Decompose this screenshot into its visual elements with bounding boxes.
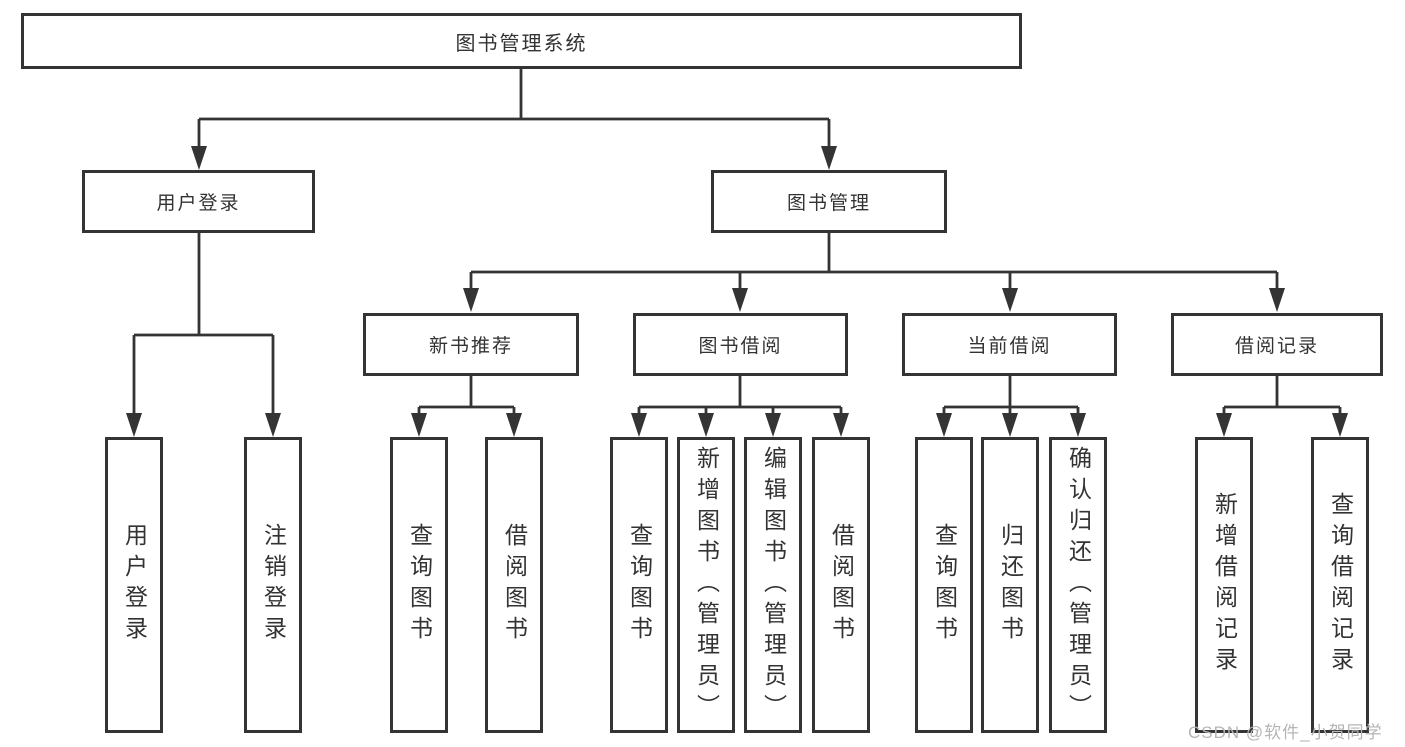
arrowhead xyxy=(506,413,522,437)
leaf-user-login: 用户登录 xyxy=(105,437,163,733)
arrowhead xyxy=(463,288,479,312)
leaf-label: 新增借阅记录 xyxy=(1211,492,1238,678)
leaf-query-borrow-record: 查询借阅记录 xyxy=(1311,437,1369,733)
node-label: 图书管理系统 xyxy=(455,32,588,55)
leaf-label: 借阅图书 xyxy=(828,523,855,647)
node-library-system: 图书管理系统 xyxy=(21,13,1022,69)
arrowhead xyxy=(1269,288,1285,312)
leaf-label: 查询图书 xyxy=(406,523,433,647)
arrowhead xyxy=(411,413,427,437)
leaf-add-books-admin: 新增图书（管理员） xyxy=(677,437,735,733)
arrowhead xyxy=(732,288,748,312)
leaf-label: 确认归还（管理员） xyxy=(1065,445,1092,725)
csdn-watermark: CSDN @软件_小贺同学 xyxy=(1188,723,1383,742)
leaf-label: 归还图书 xyxy=(997,523,1024,647)
leaf-logout: 注销登录 xyxy=(244,437,302,733)
arrowhead xyxy=(1002,288,1018,312)
leaf-add-borrow-record: 新增借阅记录 xyxy=(1195,437,1253,733)
arrowhead xyxy=(833,413,849,437)
arrowhead xyxy=(698,413,714,437)
node-label: 图书管理 xyxy=(786,193,871,214)
leaf-query-books-borrow: 查询图书 xyxy=(610,437,668,733)
leaf-borrow-books-recommend: 借阅图书 xyxy=(485,437,543,733)
node-book-management: 图书管理 xyxy=(711,170,947,233)
arrowhead xyxy=(1070,413,1086,437)
leaf-confirm-return-admin: 确认归还（管理员） xyxy=(1049,437,1107,733)
leaf-borrow-books: 借阅图书 xyxy=(812,437,870,733)
node-book-borrow: 图书借阅 xyxy=(633,313,848,376)
leaf-label: 借阅图书 xyxy=(501,523,528,647)
leaf-query-books-current: 查询图书 xyxy=(915,437,973,733)
leaf-label: 查询图书 xyxy=(626,523,653,647)
arrowhead xyxy=(191,146,207,170)
node-user-login: 用户登录 xyxy=(82,170,315,233)
arrowhead xyxy=(821,146,837,170)
arrowhead xyxy=(936,413,952,437)
leaf-label: 新增图书（管理员） xyxy=(693,445,720,725)
leaf-edit-books-admin: 编辑图书（管理员） xyxy=(744,437,802,733)
node-label: 用户登录 xyxy=(156,193,241,214)
arrowhead xyxy=(631,413,647,437)
node-label: 新书推荐 xyxy=(428,336,513,357)
leaf-return-books: 归还图书 xyxy=(981,437,1039,733)
node-borrow-records: 借阅记录 xyxy=(1171,313,1383,376)
leaf-label: 用户登录 xyxy=(121,523,148,647)
leaf-label: 注销登录 xyxy=(260,523,287,647)
leaf-label: 编辑图书（管理员） xyxy=(760,445,787,725)
arrowhead xyxy=(126,413,142,437)
leaf-label: 查询借阅记录 xyxy=(1327,492,1354,678)
arrowhead xyxy=(1332,413,1348,437)
node-current-borrow: 当前借阅 xyxy=(902,313,1117,376)
node-new-book-recommend: 新书推荐 xyxy=(363,313,579,376)
arrowhead xyxy=(1002,413,1018,437)
node-label: 图书借阅 xyxy=(698,336,783,357)
node-label: 当前借阅 xyxy=(967,336,1052,357)
arrowhead xyxy=(765,413,781,437)
node-label: 借阅记录 xyxy=(1234,336,1319,357)
arrowhead xyxy=(1216,413,1232,437)
leaf-query-books-recommend: 查询图书 xyxy=(390,437,448,733)
arrowheads xyxy=(126,146,1348,437)
arrowhead xyxy=(265,413,281,437)
leaf-label: 查询图书 xyxy=(931,523,958,647)
